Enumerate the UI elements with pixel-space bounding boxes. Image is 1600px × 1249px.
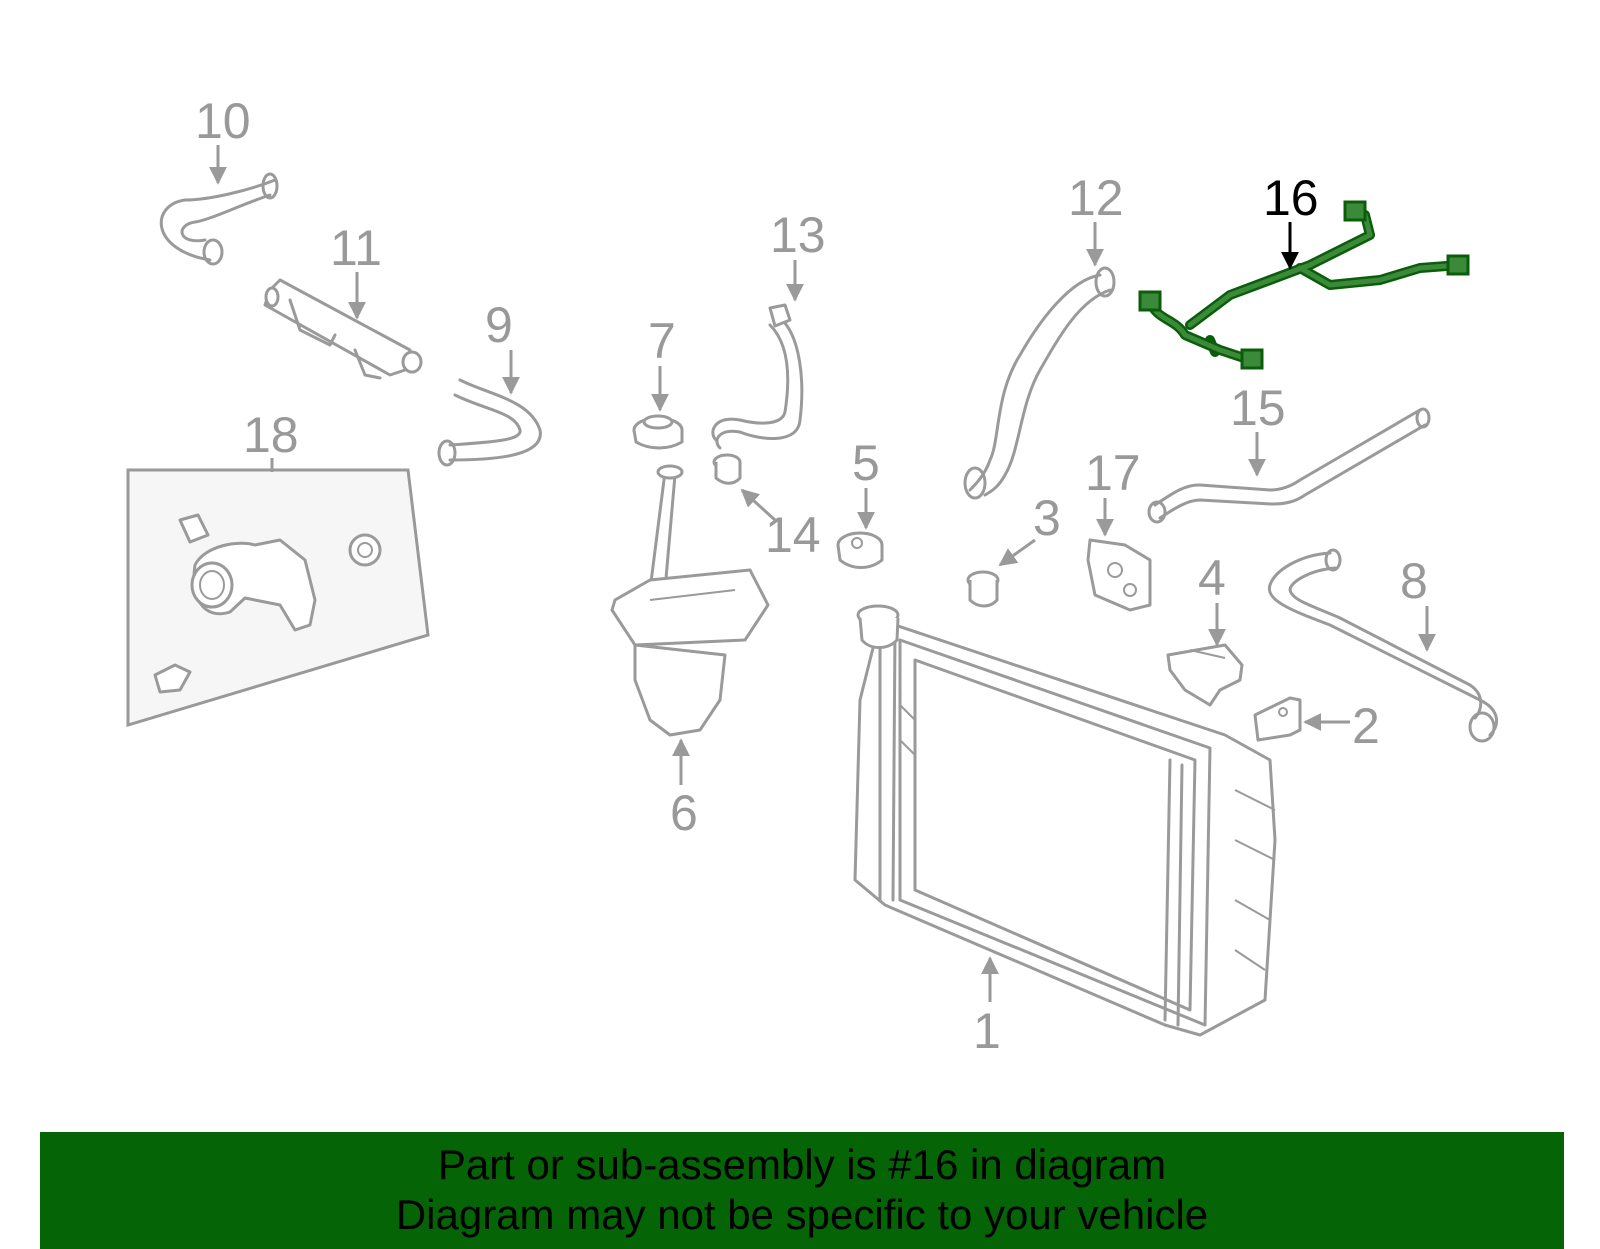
part-13-hose[interactable]: [711, 303, 804, 450]
callout-3: 3: [1033, 490, 1061, 546]
callout-16: 16: [1263, 170, 1319, 226]
part-8-hose[interactable]: [1267, 548, 1499, 743]
part-18-kit[interactable]: [126, 468, 430, 728]
part-10-hose[interactable]: [159, 172, 279, 266]
banner-line-1: Part or sub-assembly is #16 in diagram: [437, 1141, 1167, 1188]
callout-12: 12: [1068, 170, 1124, 226]
parts-diagram: 10 11 9 18 7 13: [126, 93, 1499, 1059]
callout-6: 6: [670, 785, 698, 841]
part-5-cap[interactable]: [836, 531, 884, 569]
callout-4: 4: [1198, 550, 1226, 606]
part-9-hose[interactable]: [437, 378, 542, 467]
part-15-pipe[interactable]: [1147, 407, 1431, 524]
part-3-grommet[interactable]: [966, 570, 1000, 608]
callout-2: 2: [1352, 698, 1380, 754]
part-16-hose-assembly[interactable]: [1138, 200, 1470, 370]
callout-7: 7: [648, 313, 676, 369]
part-2-bracket[interactable]: [1253, 696, 1302, 742]
callout-11: 11: [330, 220, 382, 276]
callout-9: 9: [485, 297, 513, 353]
callout-8: 8: [1400, 553, 1428, 609]
part-4-clip[interactable]: [1166, 643, 1244, 707]
callout-13: 13: [770, 207, 826, 263]
callout-17: 17: [1085, 445, 1141, 501]
callout-1: 1: [973, 1003, 1001, 1059]
part-11-pipe[interactable]: [263, 278, 423, 380]
banner-line-2: Diagram may not be specific to your vehi…: [395, 1191, 1209, 1238]
callout-18: 18: [243, 407, 299, 463]
callout-5: 5: [852, 435, 880, 491]
callout-15: 15: [1230, 380, 1286, 436]
callout-10: 10: [195, 93, 251, 149]
part-17-bracket[interactable]: [1086, 538, 1152, 612]
part-7-cap[interactable]: [632, 414, 684, 450]
arrow-3: [998, 538, 1036, 567]
callout-14: 14: [765, 507, 821, 563]
part-12-hose[interactable]: [963, 266, 1116, 500]
part-6-reservoir[interactable]: [610, 464, 770, 737]
part-1-radiator[interactable]: [853, 604, 1277, 1037]
arrow-14: [740, 488, 777, 522]
part-14-grommet[interactable]: [712, 453, 742, 485]
info-banner: Part or sub-assembly is #16 in diagram D…: [40, 1132, 1564, 1249]
